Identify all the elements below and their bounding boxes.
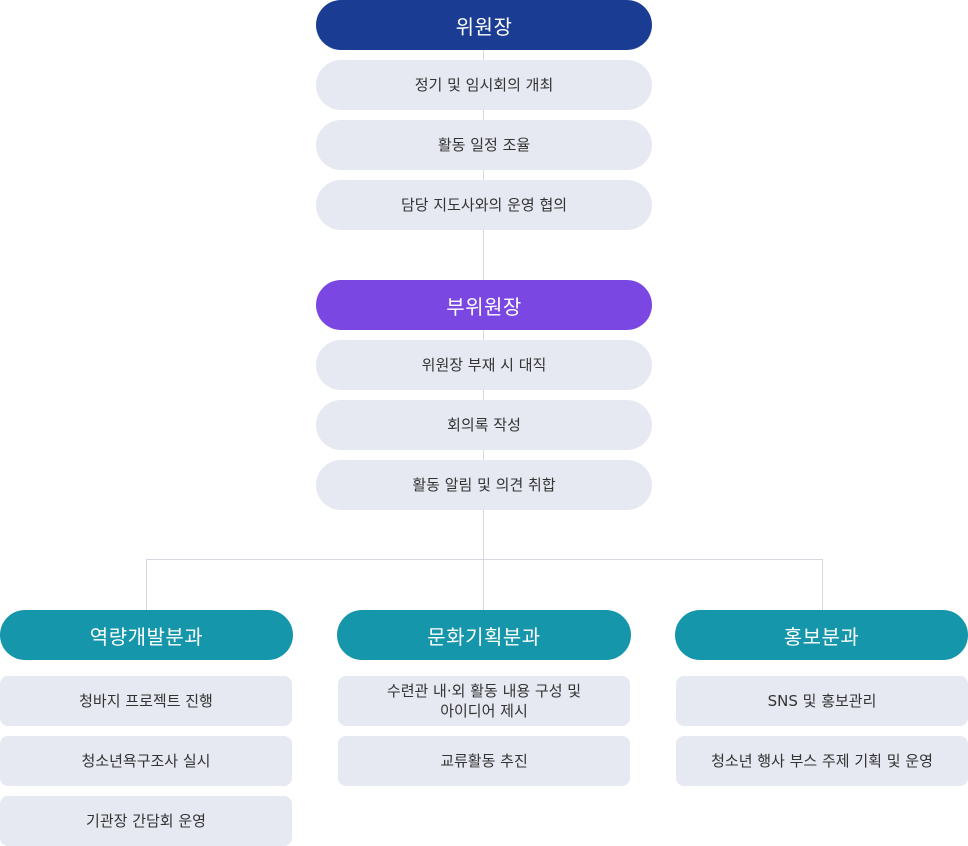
connector-branch-right bbox=[822, 559, 823, 610]
chair-duty-2: 활동 일정 조율 bbox=[316, 120, 652, 170]
connector-branch-left bbox=[146, 559, 147, 610]
connector-branch-horizontal bbox=[146, 559, 823, 560]
division-capacity-duty-3: 기관장 간담회 운영 bbox=[0, 796, 292, 846]
division-header-pr: 홍보분과 bbox=[675, 610, 968, 660]
division-capacity-duty-2: 청소년욕구조사 실시 bbox=[0, 736, 292, 786]
division-pr-duty-2: 청소년 행사 부스 주제 기획 및 운영 bbox=[676, 736, 968, 786]
chair-duty-3: 담당 지도사와의 운영 협의 bbox=[316, 180, 652, 230]
chair-duty-1: 정기 및 임시회의 개최 bbox=[316, 60, 652, 110]
division-culture-duty-1: 수련관 내·외 활동 내용 구성 및 아이디어 제시 bbox=[338, 676, 630, 726]
division-header-capacity: 역량개발분과 bbox=[0, 610, 293, 660]
vice-chair-header: 부위원장 bbox=[316, 280, 652, 330]
division-header-culture: 문화기획분과 bbox=[337, 610, 631, 660]
division-capacity-duty-1: 청바지 프로젝트 진행 bbox=[0, 676, 292, 726]
division-pr-duty-1: SNS 및 홍보관리 bbox=[676, 676, 968, 726]
division-culture-duty-2: 교류활동 추진 bbox=[338, 736, 630, 786]
vice-duty-3: 활동 알림 및 의견 취합 bbox=[316, 460, 652, 510]
vice-duty-2: 회의록 작성 bbox=[316, 400, 652, 450]
vice-duty-1: 위원장 부재 시 대직 bbox=[316, 340, 652, 390]
chair-header: 위원장 bbox=[316, 0, 652, 50]
